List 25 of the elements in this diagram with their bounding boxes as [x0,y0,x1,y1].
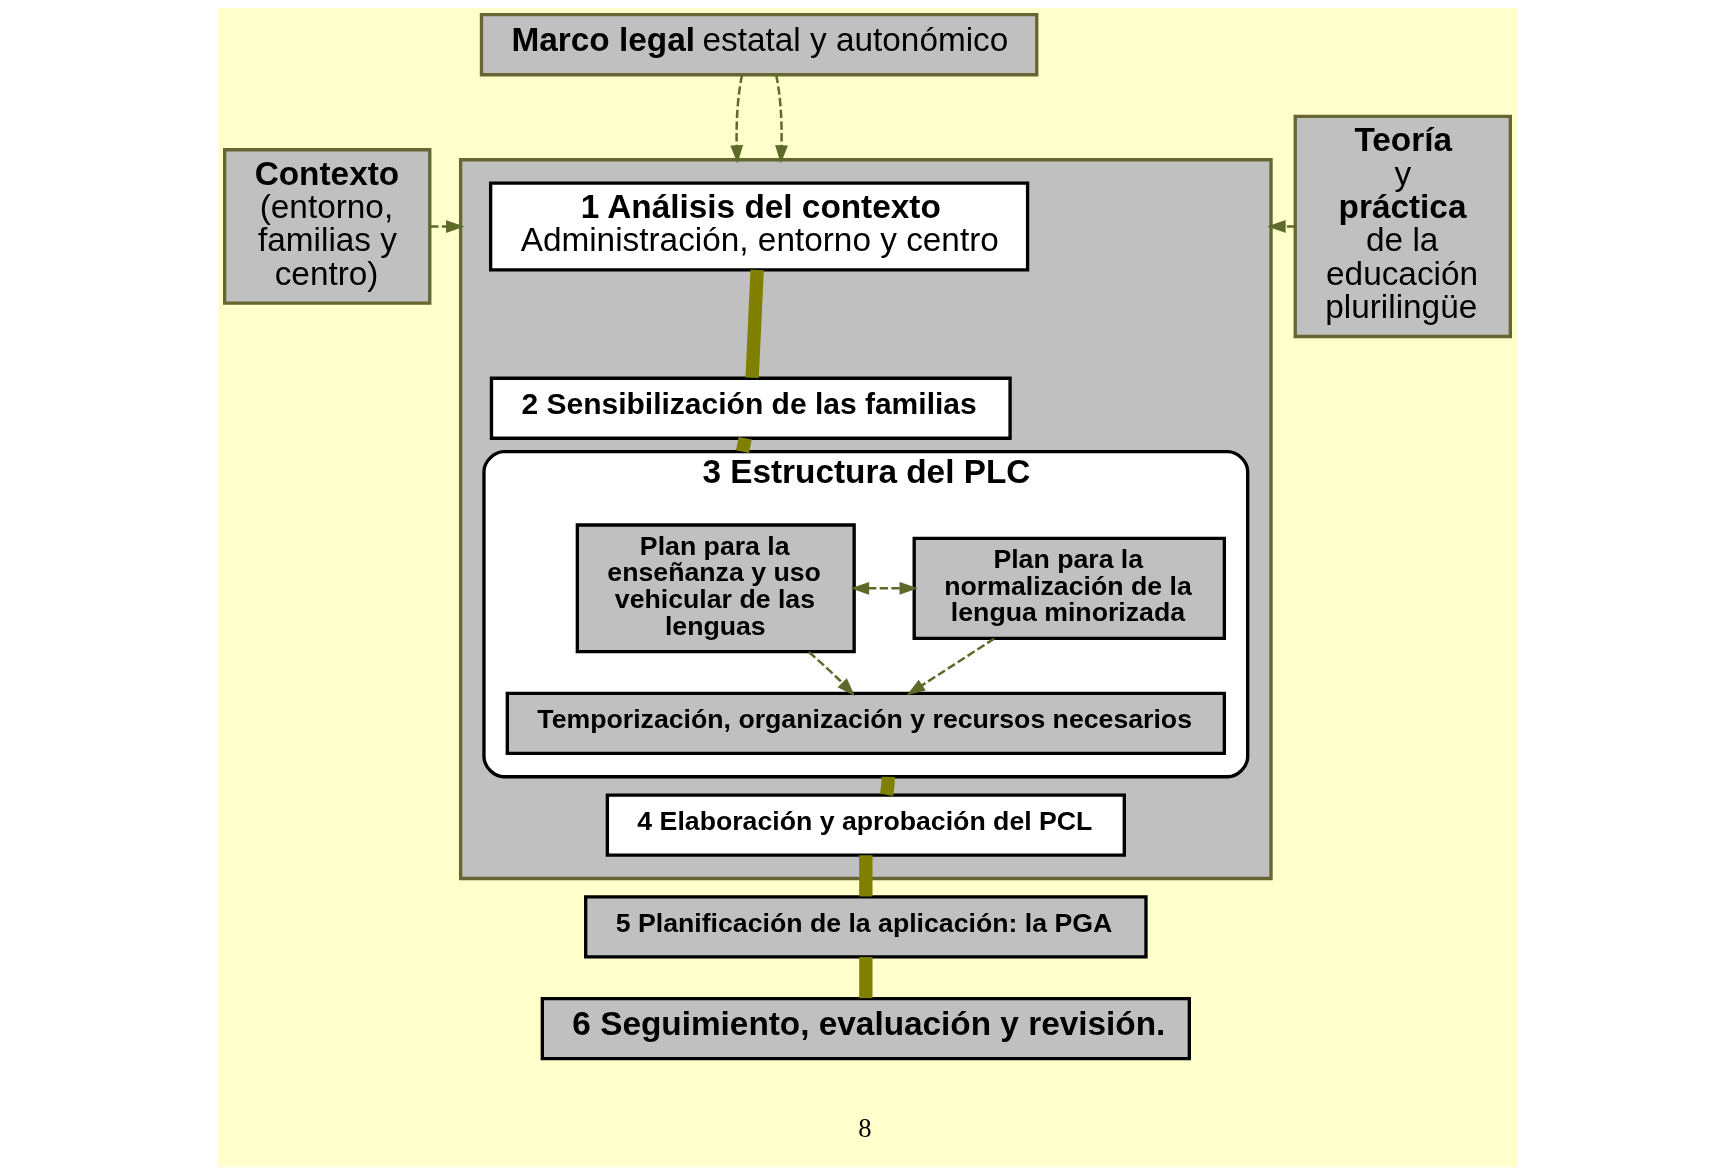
node-box: 5 Planificación de la aplicación: la PGA [583,895,1148,959]
connector [858,855,872,897]
arrow [729,74,743,164]
node-box: Teoría y práctica de la educación plurilingüe [1293,114,1512,339]
arrow [429,220,464,233]
label: 8 [857,1112,872,1143]
node-box: 1 Análisis del contexto Administración, entorno y centro [488,181,1029,272]
cluster [458,158,1273,881]
node-box: Contexto (entorno, familias y centro) [222,148,431,305]
node-box: 6 Seguimiento, evaluación y revisión. [540,996,1191,1061]
node-box: 4 Elaboración y aprobación del PCL [605,793,1126,857]
connector [735,437,752,453]
connector [879,776,895,796]
node-box: Plan para la enseñanza y uso vehicular de las lenguas [575,523,856,654]
node-box: Temporización, organización y recursos necesarios [505,691,1226,756]
connector [744,269,764,379]
node-box: Plan para la normalización de la lengua minorizada [912,536,1226,641]
arrow [906,637,995,696]
arrow [850,581,918,595]
node-box: 2 Sensibilización de las familias [489,376,1012,440]
node-box: Marco legal estatal y autonómico [479,13,1038,77]
arrow [774,74,788,164]
connector [858,956,872,999]
arrow [1266,220,1295,233]
arrow [807,651,855,696]
